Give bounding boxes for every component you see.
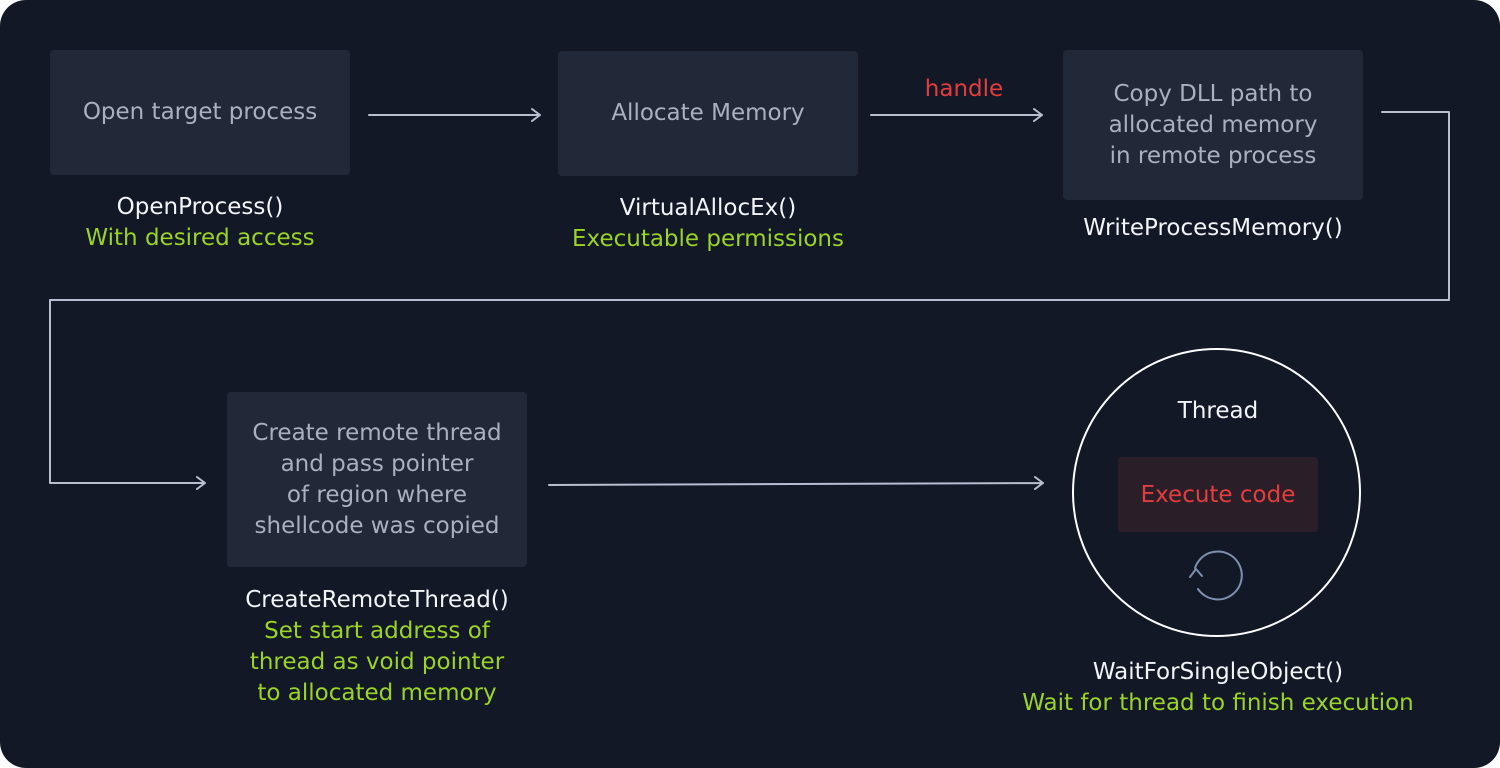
step-allocate-memory-box: Allocate Memory bbox=[558, 51, 858, 176]
create-remote-thread-function: CreateRemoteThread() bbox=[245, 587, 509, 613]
virtual-alloc-note: Executable permissions bbox=[572, 226, 844, 252]
refresh-icon bbox=[1189, 550, 1243, 601]
thread-circle bbox=[1072, 348, 1361, 637]
step-create-remote-thread-box: Create remote thread and pass pointer of… bbox=[227, 392, 527, 567]
arrow-open-to-allocate bbox=[368, 108, 541, 122]
execute-code-box: Execute code bbox=[1118, 457, 1318, 532]
step-open-target-process-box: Open target process bbox=[50, 50, 350, 175]
arrow-allocate-to-copy bbox=[870, 108, 1043, 122]
create-remote-thread-note: Set start address of thread as void poin… bbox=[249, 618, 505, 706]
open-process-function: OpenProcess() bbox=[116, 194, 284, 220]
write-process-memory-function: WriteProcessMemory() bbox=[1083, 215, 1343, 241]
wait-for-single-object-note: Wait for thread to finish execution bbox=[1022, 690, 1414, 716]
thread-title: Thread bbox=[1177, 398, 1259, 424]
wait-for-single-object-function: WaitForSingleObject() bbox=[1092, 659, 1344, 685]
handle-edge-label: handle bbox=[924, 76, 1004, 102]
open-process-note: With desired access bbox=[85, 225, 315, 251]
virtual-alloc-function: VirtualAllocEx() bbox=[619, 195, 797, 221]
arrow-create-to-thread bbox=[548, 476, 1044, 490]
step-copy-dll-path-box: Copy DLL path to allocated memory in rem… bbox=[1063, 50, 1363, 200]
connector-copy-to-create bbox=[49, 111, 1450, 490]
